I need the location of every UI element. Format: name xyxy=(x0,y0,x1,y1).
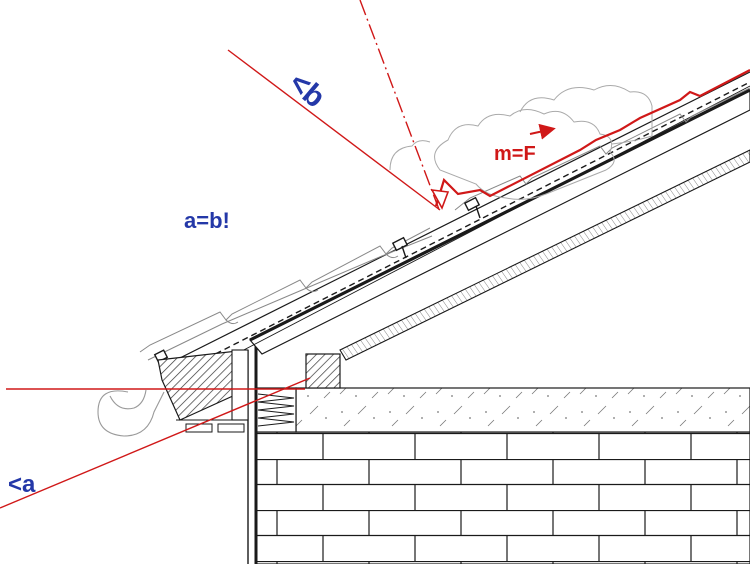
label-angle-a: <a xyxy=(8,471,36,498)
force-point-marker xyxy=(430,189,450,210)
label-angle-b: <b xyxy=(283,66,332,114)
underlay-line xyxy=(189,85,750,379)
inner-ceiling-board xyxy=(339,149,750,361)
concrete-slab xyxy=(295,387,750,433)
soffit-board-2 xyxy=(217,423,245,433)
label-equation-mf: m=F xyxy=(494,143,536,165)
rafter-top-line xyxy=(249,88,750,342)
red-dashdot-line xyxy=(359,0,441,213)
rafter xyxy=(249,89,750,355)
label-equation-ab: a=b! xyxy=(184,208,230,233)
eave-fascia-block xyxy=(157,349,247,421)
snow-guard-brackets xyxy=(153,196,481,363)
brick-wall xyxy=(255,431,750,564)
wall-plate xyxy=(305,353,341,389)
force-vector-arrow xyxy=(529,123,556,140)
insulation-zigzag xyxy=(257,393,295,427)
red-snow-outline xyxy=(434,69,750,207)
gutter-hook xyxy=(109,389,147,410)
underlay-dashed-line xyxy=(179,81,750,373)
cloud-sketch-2 xyxy=(519,85,653,145)
cloud-sketch xyxy=(434,109,615,200)
cloud-sketch-3 xyxy=(389,140,431,171)
roof-tiles xyxy=(139,87,750,361)
red-angle-b-line xyxy=(227,49,441,211)
gutter-sketch xyxy=(97,390,165,437)
counter-batten-line xyxy=(159,71,750,369)
red-angle-a-line xyxy=(0,377,311,509)
